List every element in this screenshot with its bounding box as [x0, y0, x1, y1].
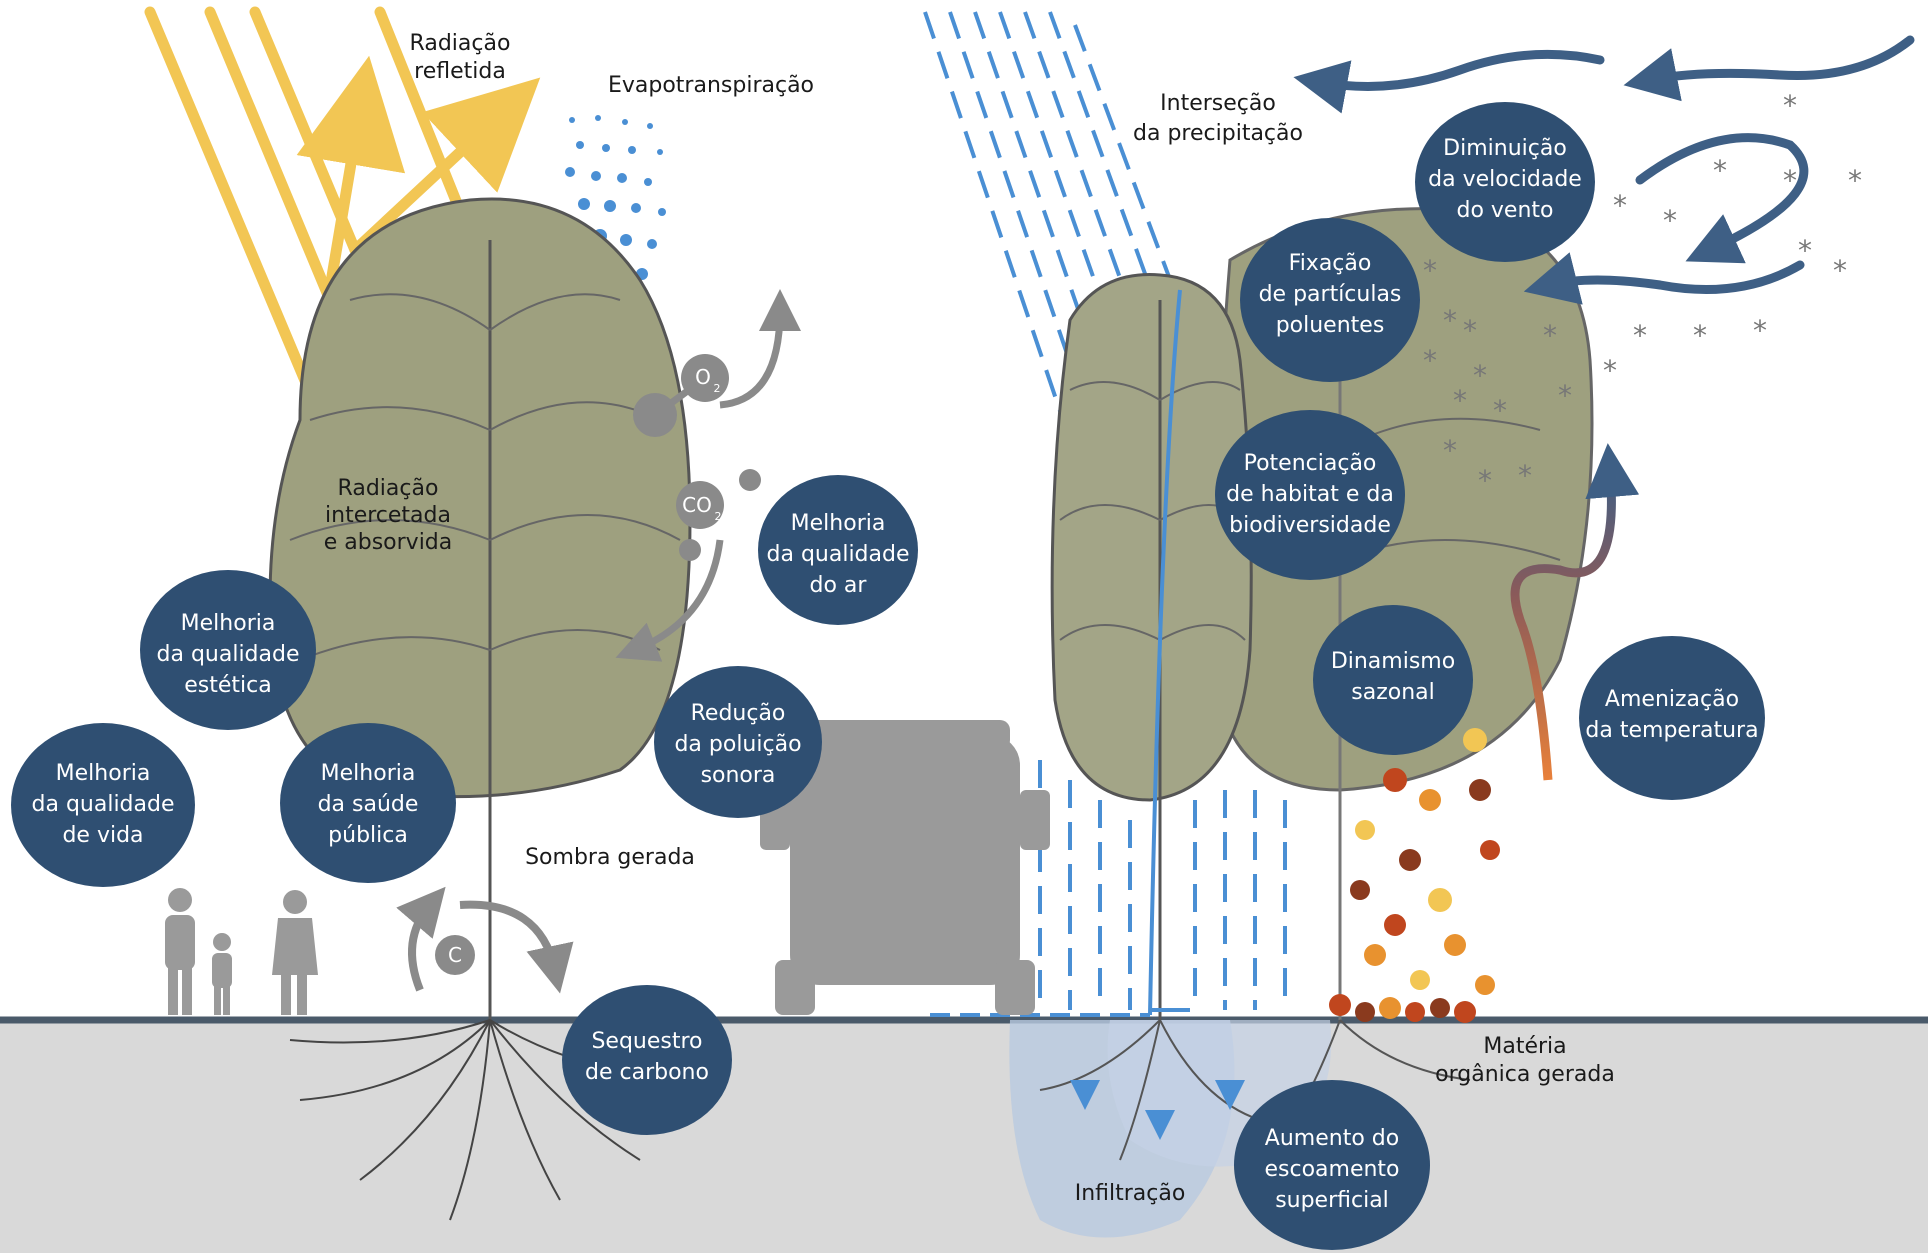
svg-text:*: * [1663, 204, 1677, 237]
svg-text:sazonal: sazonal [1351, 680, 1435, 705]
svg-text:Diminuição: Diminuição [1443, 136, 1567, 161]
svg-text:da qualidade: da qualidade [32, 792, 175, 817]
svg-text:*: * [1558, 379, 1572, 412]
co2-subscript: 2 [715, 510, 722, 523]
svg-text:*: * [1543, 319, 1557, 352]
bubble-aesthetic-quality: Melhoria da qualidade estética [140, 570, 316, 730]
svg-text:biodiversidade: biodiversidade [1229, 513, 1391, 538]
svg-text:*: * [1423, 254, 1437, 287]
svg-text:Aumento do: Aumento do [1265, 1126, 1399, 1151]
svg-text:Dinamismo: Dinamismo [1331, 649, 1455, 674]
label-evapotranspiration: Evapotranspiração [608, 73, 814, 98]
svg-text:de habitat e da: de habitat e da [1226, 482, 1394, 507]
svg-text:*: * [1493, 394, 1507, 427]
bubble-surface-runoff: Aumento do escoamento superficial [1234, 1080, 1430, 1250]
svg-text:*: * [1693, 319, 1707, 352]
ground [0, 1020, 1928, 1253]
svg-text:*: * [1423, 344, 1437, 377]
svg-text:estética: estética [184, 673, 271, 698]
bubble-seasonal-dynamics: Dinamismo sazonal [1313, 605, 1473, 755]
svg-text:*: * [1453, 384, 1467, 417]
svg-text:Sequestro: Sequestro [591, 1029, 702, 1054]
label-reflected-radiation-1: Radiação [410, 31, 511, 56]
svg-text:de carbono: de carbono [585, 1060, 709, 1085]
svg-text:da qualidade: da qualidade [767, 542, 910, 567]
svg-text:do ar: do ar [810, 573, 868, 598]
svg-text:Melhoria: Melhoria [181, 611, 276, 636]
bubble-wind-speed: Diminuição da velocidade do vento [1415, 102, 1595, 262]
svg-text:*: * [1443, 304, 1457, 337]
label-intercepted-3: e absorvida [324, 530, 453, 555]
bubble-air-quality: Melhoria da qualidade do ar [758, 475, 918, 625]
right-tree-front-canopy [1052, 275, 1251, 800]
svg-text:*: * [1463, 314, 1477, 347]
bubble-public-health: Melhoria da saúde pública [280, 723, 456, 883]
label-shade: Sombra gerada [525, 845, 695, 870]
svg-text:*: * [1603, 354, 1617, 387]
svg-text:Fixação: Fixação [1289, 251, 1372, 276]
svg-text:da temperatura: da temperatura [1585, 718, 1758, 743]
svg-text:do vento: do vento [1456, 198, 1553, 223]
carbon-cycle-icon: C [412, 905, 555, 990]
svg-text:*: * [1473, 359, 1487, 392]
svg-text:*: * [1518, 459, 1532, 492]
bubble-particle-fixation: Fixação de partículas poluentes [1240, 218, 1420, 382]
svg-text:*: * [1783, 89, 1797, 122]
svg-text:da qualidade: da qualidade [157, 642, 300, 667]
svg-text:Melhoria: Melhoria [791, 511, 886, 536]
label-infiltration: Infiltração [1075, 1181, 1186, 1206]
o2-label: O [695, 365, 711, 389]
svg-text:Melhoria: Melhoria [321, 761, 416, 786]
svg-text:superficial: superficial [1275, 1188, 1389, 1213]
label-organic-matter-1: Matéria [1483, 1034, 1566, 1059]
label-precipitation-2: da precipitação [1133, 121, 1303, 146]
label-organic-matter-2: orgânica gerada [1435, 1062, 1615, 1087]
svg-text:escoamento: escoamento [1264, 1157, 1399, 1182]
svg-text:Melhoria: Melhoria [56, 761, 151, 786]
svg-text:Potenciação: Potenciação [1244, 451, 1377, 476]
svg-text:Redução: Redução [691, 701, 786, 726]
bubble-temperature: Amenização da temperatura [1579, 636, 1765, 800]
bubble-carbon-sequestration: Sequestro de carbono [562, 985, 732, 1135]
svg-text:*: * [1613, 189, 1627, 222]
svg-text:pública: pública [328, 823, 408, 848]
label-reflected-radiation-2: refletida [414, 59, 506, 84]
svg-text:*: * [1633, 319, 1647, 352]
svg-text:da poluição: da poluição [674, 732, 801, 757]
label-intercepted-1: Radiação [338, 476, 439, 501]
svg-text:Amenização: Amenização [1605, 687, 1739, 712]
svg-text:*: * [1443, 434, 1457, 467]
co2-label: CO [682, 493, 712, 517]
svg-text:*: * [1478, 464, 1492, 497]
svg-text:poluentes: poluentes [1276, 313, 1385, 338]
svg-text:sonora: sonora [701, 763, 776, 788]
carbon-label: C [448, 943, 462, 967]
bubble-noise-reduction: Redução da poluição sonora [654, 666, 822, 818]
label-intercepted-2: intercetada [325, 503, 451, 528]
svg-text:de vida: de vida [62, 823, 143, 848]
bubble-quality-of-life: Melhoria da qualidade de vida [11, 723, 195, 887]
family-silhouette [165, 888, 318, 1015]
o2-arrow [720, 310, 780, 405]
svg-text:*: * [1713, 154, 1727, 187]
svg-text:da saúde: da saúde [318, 792, 419, 817]
bubble-habitat-biodiversity: Potenciação de habitat e da biodiversida… [1215, 410, 1405, 580]
svg-text:*: * [1833, 254, 1847, 287]
left-tree-canopy [270, 199, 690, 797]
svg-text:*: * [1848, 164, 1862, 197]
o2-subscript: 2 [714, 382, 721, 395]
label-precipitation-1: Interseção [1160, 91, 1276, 116]
svg-text:da velocidade: da velocidade [1428, 167, 1582, 192]
svg-text:de partículas: de partículas [1259, 282, 1402, 307]
svg-text:*: * [1753, 314, 1767, 347]
